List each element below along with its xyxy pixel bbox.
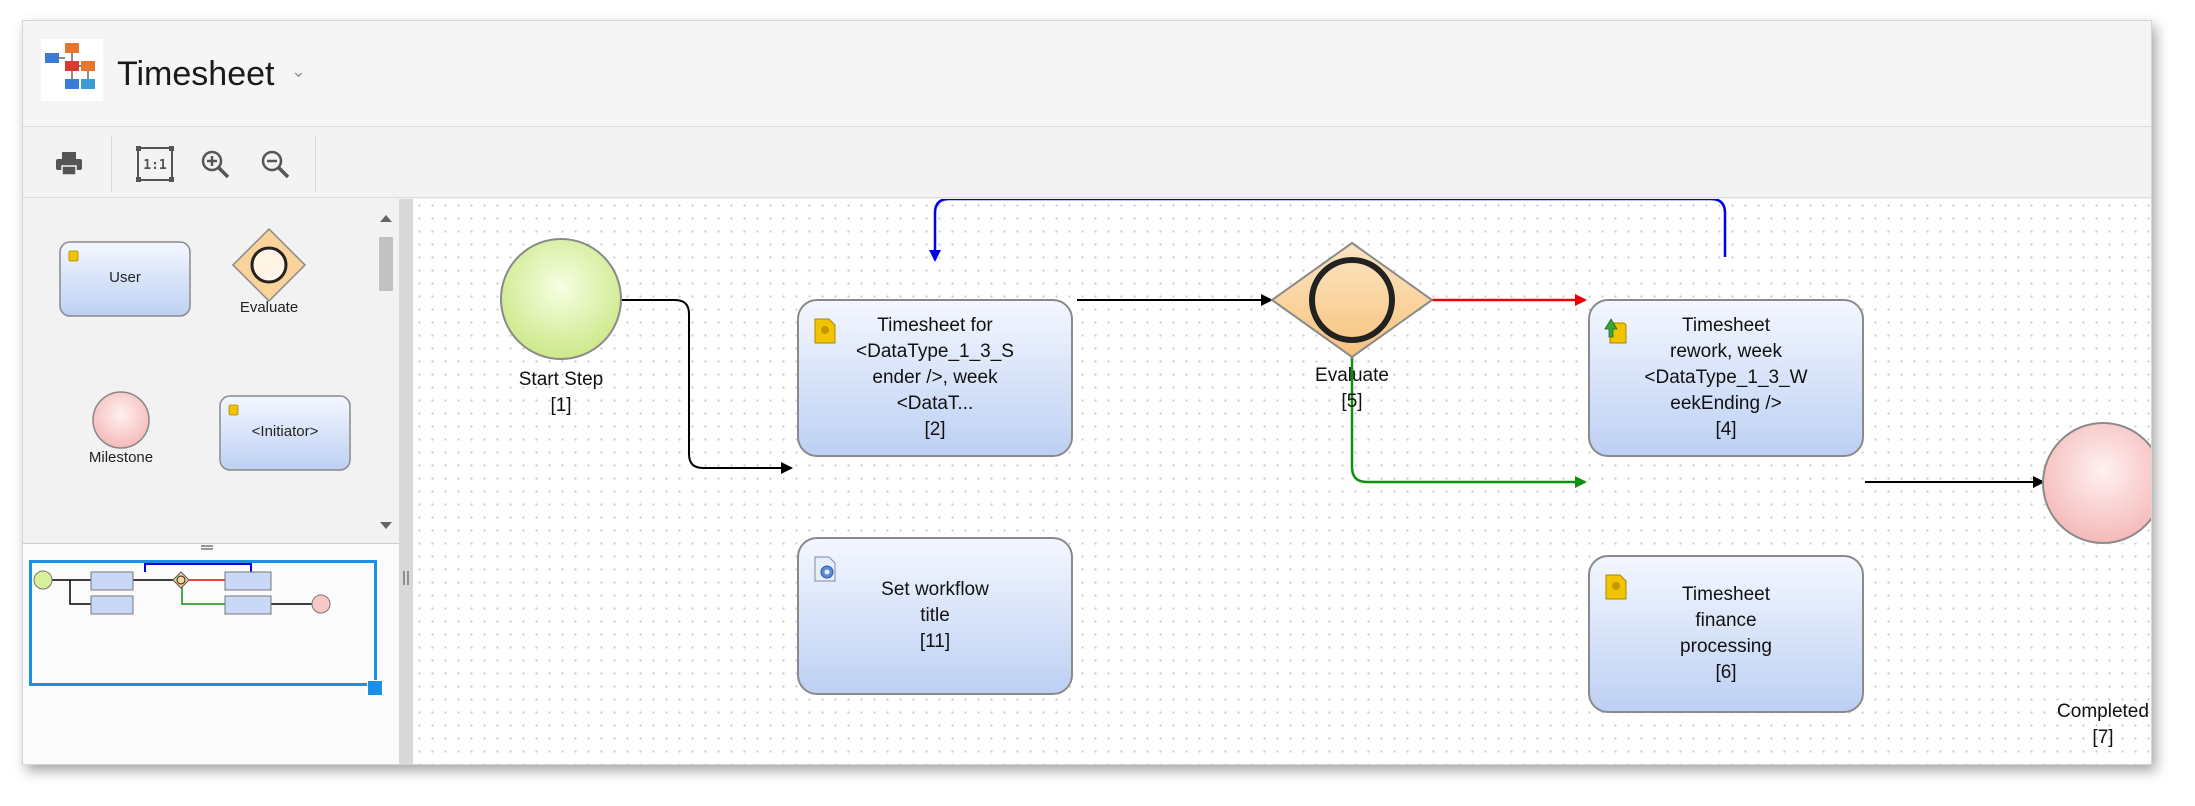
evaluate-gateway-node [1270,241,1434,359]
minimap-diagram [33,563,331,615]
gateway-circle-icon [1309,257,1395,343]
minimap-resize-handle[interactable] [367,680,383,696]
scroll-up-icon [380,215,392,222]
diagram-connectors [500,199,2151,544]
system-task-icon [814,556,836,582]
toolbar-divider [111,136,112,192]
palette-item-label: Milestone [88,449,154,466]
palette-item-label: Evaluate [239,299,299,316]
palette-item-label: <Initiator> [251,423,319,440]
panel-resize-grip-icon[interactable] [23,534,399,574]
scrollbar-thumb [379,237,393,291]
diagram-canvas[interactable]: Start Step [1] Timesheet for <DataType_1… [413,199,2151,764]
start-step-label: Start Step [1] [518,369,604,416]
app-window: Timesheet ⌄ 1:1 [22,20,2152,765]
evaluate-label: Evaluate [5] [1315,365,1389,412]
toolbar-divider [315,136,316,192]
initiator-task-shape [219,395,351,471]
zoom-out-button[interactable] [253,142,297,186]
workflow-logo-icon [41,39,103,101]
page-title: Timesheet [117,55,275,93]
palette-initiator-task[interactable]: <Initiator> [219,395,351,471]
shape-palette: User Evaluate Milestone <Initiator> [23,199,399,539]
milestone-shape [92,391,150,449]
splitter-grip-icon [403,571,409,585]
task-timesheet-rework[interactable]: Timesheet rework, week <DataType_1_3_W e… [1588,299,1864,457]
title-bar: Timesheet ⌄ [23,21,2151,127]
svg-text:1:1: 1:1 [143,158,167,173]
title-dropdown-icon[interactable]: ⌄ [291,61,307,81]
task-timesheet-for[interactable]: Timesheet for <DataType_1_3_S ender />, … [797,299,1073,457]
panel-splitter[interactable] [399,199,413,764]
evaluate-shape [231,227,307,303]
printer-icon [56,152,82,176]
task-set-workflow-title[interactable]: Set workflow title [11] [797,537,1073,695]
user-task-icon [1605,574,1627,600]
minimap-viewport-frame[interactable] [29,560,377,686]
toolbar: 1:1 [23,128,2151,198]
task-timesheet-finance[interactable]: Timesheet finance processing [6] [1588,555,1864,713]
completed-node [2042,422,2151,544]
scroll-down-icon [380,522,392,529]
palette-milestone[interactable]: Milestone [81,389,161,479]
user-task-icon [814,318,836,344]
completed-label: Completed [7] [2057,701,2149,748]
palette-scrollbar[interactable] [373,211,399,533]
start-step-node [500,238,622,360]
initiator-task-icon [1604,318,1627,344]
start-connector [621,299,793,474]
zoom-out-icon [261,150,290,179]
palette-user-task[interactable]: User [59,241,191,317]
rework-connector [929,199,1727,262]
approve-connector [1350,357,1587,488]
overview-minimap[interactable] [23,543,399,764]
zoom-in-button[interactable] [193,142,237,186]
actual-size-icon: 1:1 [136,146,174,182]
user-task-shape [59,241,191,317]
palette-evaluate[interactable]: Evaluate [229,225,309,325]
zoom-in-icon [201,150,230,179]
actual-size-button[interactable]: 1:1 [133,142,177,186]
palette-item-label: User [109,269,141,286]
print-button[interactable] [47,142,91,186]
